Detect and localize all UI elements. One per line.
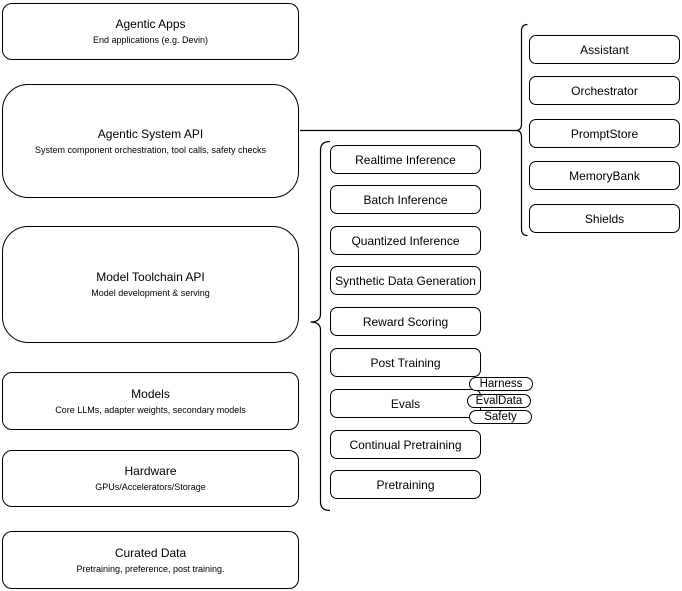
node-memorybank: MemoryBank [529, 161, 680, 190]
node-subtitle: Model development & serving [91, 288, 210, 298]
tag-harness: Harness [469, 377, 533, 391]
tag-label: Safety [484, 411, 517, 423]
node-assistant: Assistant [529, 35, 680, 64]
node-label: Assistant [580, 42, 629, 57]
node-post-training: Post Training [330, 348, 481, 377]
node-label: Continual Pretraining [349, 437, 462, 452]
node-title: Agentic System API [97, 126, 204, 141]
node-realtime-inference: Realtime Inference [330, 145, 481, 174]
node-synthetic-data-generation: Synthetic Data Generation [330, 266, 481, 295]
node-models: Models Core LLMs, adapter weights, secon… [2, 372, 299, 430]
node-model-toolchain-api: Model Toolchain API Model development & … [2, 226, 299, 343]
node-label: Pretraining [376, 477, 435, 492]
node-title: Model Toolchain API [96, 270, 205, 284]
node-label: Evals [390, 396, 421, 411]
node-subtitle: System component orchestration, tool cal… [34, 144, 267, 155]
middle-curly-brace [310, 140, 331, 512]
node-title: Curated Data [114, 545, 187, 560]
node-label: Shields [584, 211, 625, 226]
node-orchestrator: Orchestrator [529, 76, 680, 105]
node-label: Orchestrator [571, 83, 638, 98]
node-label: Quantized Inference [351, 233, 460, 248]
right-curly-brace [515, 23, 528, 237]
node-hardware: Hardware GPUs/Accelerators/Storage [2, 450, 299, 507]
node-subtitle: Pretraining, preference, post training. [76, 563, 225, 574]
node-agentic-system-api: Agentic System API System component orch… [2, 84, 299, 198]
node-shields: Shields [529, 204, 680, 233]
tag-evaldata: EvalData [467, 394, 531, 408]
node-label: MemoryBank [569, 168, 640, 183]
node-label: Batch Inference [363, 192, 448, 207]
node-agentic-apps: Agentic Apps End applications (e.g. Devi… [2, 3, 299, 60]
node-title: Models [131, 386, 170, 401]
node-continual-pretraining: Continual Pretraining [330, 430, 481, 459]
node-label: Synthetic Data Generation [335, 273, 476, 288]
node-curated-data: Curated Data Pretraining, preference, po… [2, 531, 299, 589]
node-subtitle: Core LLMs, adapter weights, secondary mo… [55, 404, 246, 415]
node-label: Post Training [370, 355, 441, 370]
node-title: Hardware [124, 464, 177, 478]
tag-safety: Safety [469, 410, 532, 424]
node-batch-inference: Batch Inference [330, 185, 481, 214]
node-label: Reward Scoring [362, 314, 449, 329]
node-label: Realtime Inference [355, 152, 456, 167]
node-evals: Evals [330, 389, 481, 418]
node-subtitle: GPUs/Accelerators/Storage [95, 482, 206, 492]
node-quantized-inference: Quantized Inference [330, 226, 481, 255]
node-reward-scoring: Reward Scoring [330, 307, 481, 336]
node-pretraining: Pretraining [330, 470, 481, 499]
tag-label: Harness [479, 378, 523, 390]
node-promptstore: PromptStore [529, 119, 680, 148]
node-title: Agentic Apps [115, 17, 186, 31]
node-label: PromptStore [570, 126, 639, 141]
node-subtitle: End applications (e.g. Devin) [92, 35, 209, 45]
tag-label: EvalData [475, 395, 523, 407]
